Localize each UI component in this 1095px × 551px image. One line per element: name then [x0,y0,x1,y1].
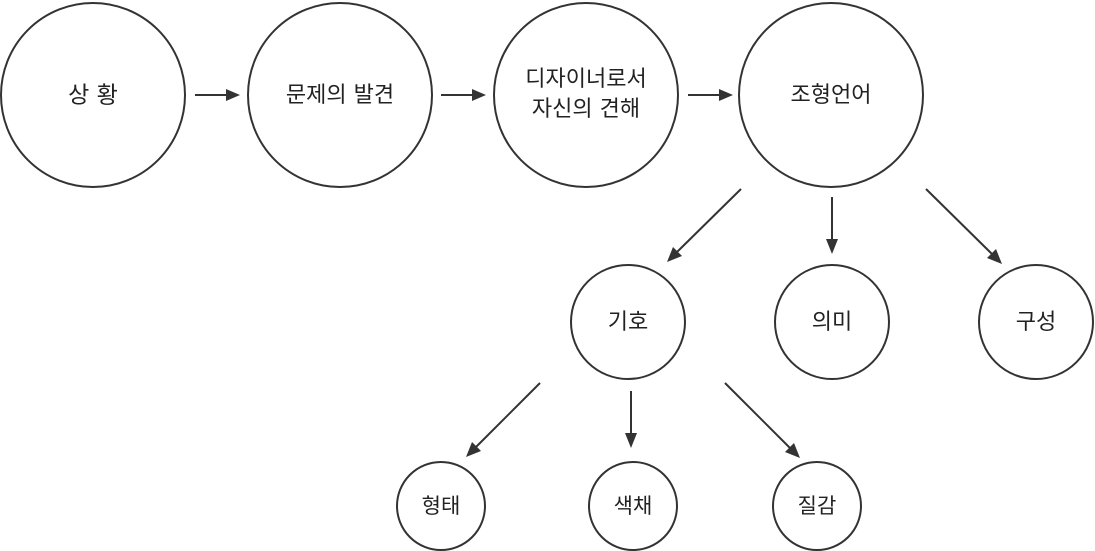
arrow-sign-to-form [466,382,541,457]
arrow-problem-to-designer-view [441,89,486,101]
arrow-formative-language-to-sign [667,188,742,262]
node-designer-view-label-line2: 자신의 견해 [532,97,640,122]
node-sign-label: 기호 [608,310,648,335]
arrow-formative-language-to-meaning [826,197,838,254]
node-formative-language: 조형언어 [738,2,924,188]
node-meaning: 의미 [774,264,890,380]
node-meaning-label: 의미 [812,310,852,335]
node-designer-view-label-line1: 디자이너로서 [525,67,646,92]
arrow-sign-to-texture [724,382,800,458]
node-composition: 구성 [978,264,1094,380]
node-texture-label: 질감 [798,494,837,518]
arrow-designer-view-to-formative-language [688,89,733,101]
node-situation: 상 황 [0,2,186,188]
node-formative-language-label: 조형언어 [791,83,872,108]
node-sign: 기호 [570,264,686,380]
node-texture: 질감 [772,461,862,551]
arrow-sign-to-color [625,391,637,448]
node-problem-discovery-label: 문제의 발견 [286,83,394,108]
node-color: 색채 [588,461,678,551]
node-problem-discovery: 문제의 발견 [247,2,433,188]
node-form: 형태 [396,461,486,551]
node-composition-label: 구성 [1016,310,1056,335]
node-designer-view: 디자이너로서 자신의 견해 [493,2,679,188]
node-color-label: 색채 [614,494,653,518]
node-situation-label: 상 황 [68,83,118,109]
arrow-situation-to-problem [195,89,240,101]
node-form-label: 형태 [422,494,461,518]
arrow-formative-language-to-composition [925,188,1002,264]
